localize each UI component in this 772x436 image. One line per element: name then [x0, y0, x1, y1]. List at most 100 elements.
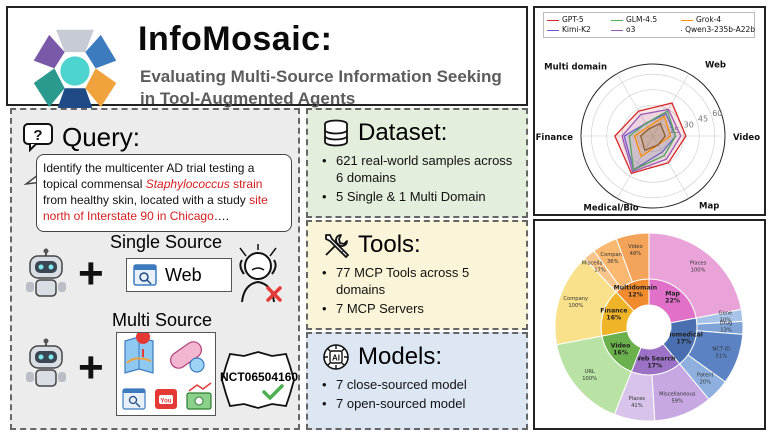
tools-card: Tools: 77 MCP Tools across 5 domains 7 M… — [306, 220, 528, 330]
question-bubble-icon: ? — [23, 123, 53, 152]
radar-axis-label: Finance — [536, 133, 574, 143]
radar-tick-label: 60 — [712, 109, 722, 118]
tools-title: Tools: — [358, 231, 421, 258]
tools-list: 77 MCP Tools across 5 domains 7 MCP Serv… — [322, 264, 520, 319]
radar-spoke — [652, 135, 690, 199]
svg-text:?: ? — [33, 127, 42, 144]
sunburst-outer-segment — [648, 232, 742, 319]
radar-axis-label: Medical/Bio — [583, 203, 638, 213]
list-item: 7 MCP Servers — [322, 300, 520, 317]
query-title: Query: — [62, 121, 141, 152]
database-icon — [324, 119, 348, 147]
radar-spoke — [652, 73, 690, 137]
answer-id: NCT06504160 — [220, 370, 299, 384]
legend-label: Grok-4 — [696, 15, 722, 24]
svg-text:AI: AI — [332, 354, 340, 363]
pill-icon — [170, 341, 205, 373]
page-subtitle: Evaluating Multi-Source Information Seek… — [140, 67, 502, 108]
legend-label: o3 — [626, 25, 636, 34]
dataset-header: Dataset: — [322, 116, 447, 150]
legend-item: Grok-4 — [681, 15, 755, 25]
radar-tick-label: 45 — [698, 115, 708, 124]
single-source-label: Single Source — [110, 232, 223, 252]
video-icon: You — [155, 389, 177, 409]
query-highlight-bacteria: Staphylococcus — [145, 177, 230, 191]
legend-label: GPT-5 — [562, 15, 584, 24]
legend-item: GLM-4.5 — [611, 15, 681, 25]
answer-badge-icon — [221, 351, 295, 409]
web-source-box: Web — [126, 258, 232, 292]
svg-text:You: You — [161, 399, 172, 405]
legend-item: GPT-5 — [547, 15, 611, 25]
radar-tick-label: 30 — [684, 120, 694, 129]
models-header: AI Models: — [322, 340, 442, 374]
radar-series-o3 — [621, 108, 682, 173]
sunburst-center — [627, 305, 671, 349]
radar-axis-label: Video — [733, 133, 760, 143]
title-block: InfoMosaic: Evaluating Multi-Source Info… — [6, 6, 528, 113]
multi-source-box: You — [116, 330, 216, 416]
infomosaic-logo — [33, 29, 117, 113]
legend-swatch — [547, 19, 559, 21]
radar-axis-label: Web — [705, 61, 726, 71]
radar-axis-label: Multi domain — [544, 63, 607, 73]
list-item: 5 Single & 1 Multi Domain — [322, 188, 520, 205]
radar-axis-label: Map — [699, 201, 719, 211]
dataset-card: Dataset: 621 real-world samples across 6… — [306, 108, 528, 218]
models-title: Models: — [358, 343, 443, 370]
query-text-part: Identify the multicenter AD trial testin… — [43, 161, 255, 191]
list-item: 7 open-sourced model — [322, 395, 520, 412]
radar-chart: 15304560WebVideoMapMedical/BioFinanceMul… — [536, 61, 761, 214]
sunburst-outer-segment — [615, 232, 650, 283]
radar-spoke — [616, 135, 654, 199]
wrench-screwdriver-icon — [325, 234, 350, 259]
plus-sign: + — [78, 249, 104, 298]
legend-item: Qwen3-235b-A22b — [681, 25, 755, 35]
ai-chip-icon: AI — [323, 344, 349, 370]
legend-item: Kimi-K2 — [547, 25, 611, 35]
query-text-box: Identify the multicenter AD trial testin… — [36, 154, 292, 232]
legend-swatch — [611, 29, 623, 31]
legend-label: Kimi-K2 — [562, 25, 591, 34]
query-header: ? Query: — [22, 120, 140, 154]
legend-swatch — [611, 19, 623, 21]
query-highlight-strain: strain — [229, 177, 263, 191]
query-highlight-location: site north of Interstate 90 in Chicago — [43, 193, 268, 223]
legend-label: GLM-4.5 — [626, 15, 658, 24]
legend-swatch — [547, 29, 559, 31]
legend-swatch — [681, 19, 693, 21]
web-label: Web — [165, 264, 202, 285]
list-item: 7 close-sourced model — [322, 376, 520, 393]
dataset-title: Dataset: — [358, 119, 448, 146]
robot-agent-icon — [26, 338, 66, 387]
models-card: AI Models: 7 close-sourced model 7 open-… — [306, 332, 528, 430]
list-item: 77 MCP Tools across 5 domains — [322, 264, 520, 298]
radar-spoke — [616, 73, 654, 137]
models-list: 7 close-sourced model 7 open-sourced mod… — [322, 376, 520, 414]
robot-agent-icon — [26, 248, 66, 297]
tools-header: Tools: — [322, 228, 421, 262]
legend-label: Qwen3-235b-A22b — [685, 25, 755, 34]
web-browser-icon — [133, 264, 157, 286]
list-item: 621 real-world samples across 6 domains — [322, 152, 520, 186]
stressed-person-icon — [239, 244, 282, 303]
